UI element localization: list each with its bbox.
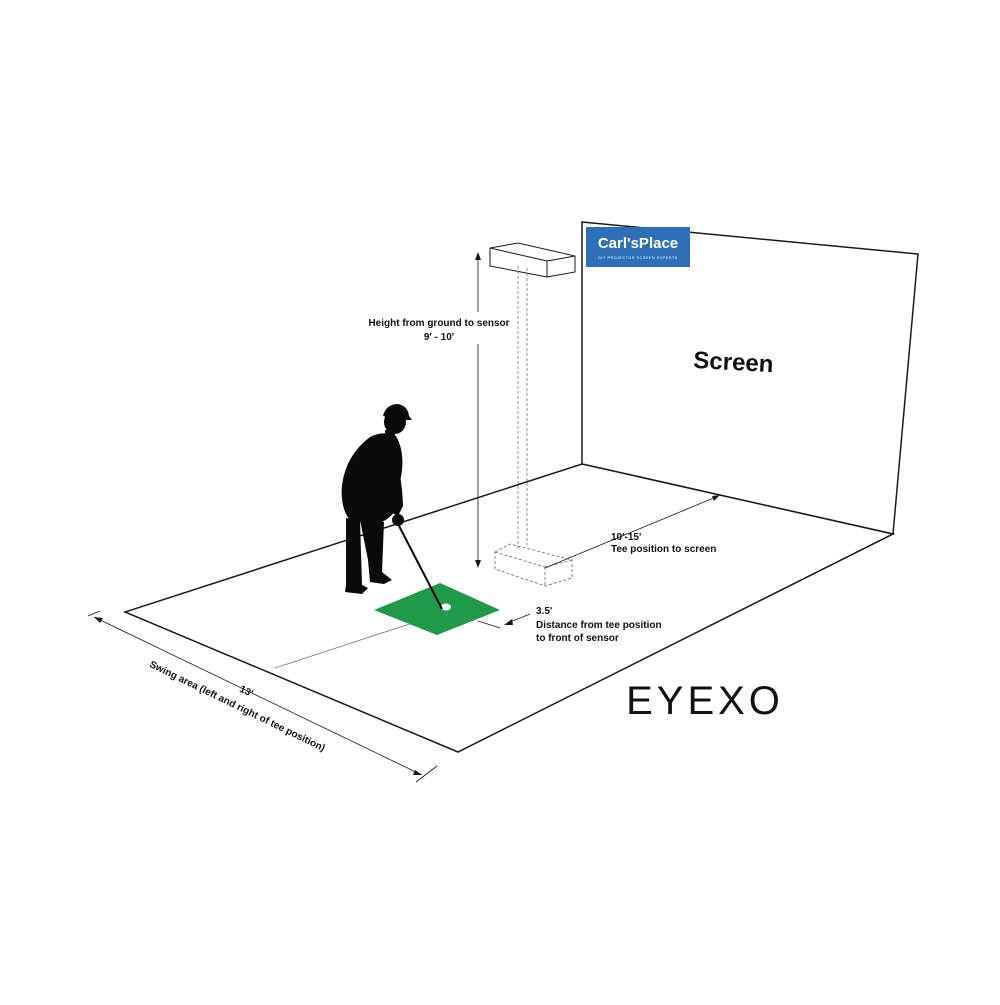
sensor-distance-label-2: to front of sensor bbox=[536, 633, 619, 644]
tee-to-screen-arrow bbox=[544, 495, 720, 569]
logo-name: Carl'sPlace bbox=[598, 235, 678, 252]
swing-area-arrow bbox=[87, 610, 438, 783]
height-label-title: Height from ground to sensor bbox=[368, 318, 509, 329]
golf-club bbox=[397, 523, 443, 610]
floor-area bbox=[122, 463, 896, 753]
floor-sensor-outline bbox=[494, 543, 573, 587]
swing-area-value: 13' bbox=[238, 684, 255, 700]
sensor-distance-arrow bbox=[477, 613, 531, 629]
logo-tagline: DIY PROJECTOR SCREEN EXPERTS bbox=[598, 256, 678, 260]
height-label-value: 9' - 10' bbox=[424, 332, 454, 343]
golf-ball bbox=[441, 603, 451, 611]
carls-place-logo: Carl'sPlace DIY PROJECTOR SCREEN EXPERTS bbox=[586, 227, 690, 267]
hitting-mat bbox=[374, 583, 500, 635]
golfer-silhouette bbox=[341, 404, 412, 594]
height-dimension-arrow bbox=[475, 252, 481, 568]
sensor-projection-lines bbox=[517, 266, 528, 548]
screen-label: Screen bbox=[693, 347, 774, 378]
tee-to-screen-value: 10'-15' bbox=[611, 532, 641, 543]
ceiling-sensor bbox=[489, 242, 576, 278]
tee-to-screen-label: Tee position to screen bbox=[611, 544, 716, 555]
sensor-distance-value: 3.5' bbox=[536, 606, 552, 617]
brand-name: EYEXO bbox=[626, 679, 784, 723]
sensor-distance-label-1: Distance from tee position bbox=[536, 620, 662, 631]
